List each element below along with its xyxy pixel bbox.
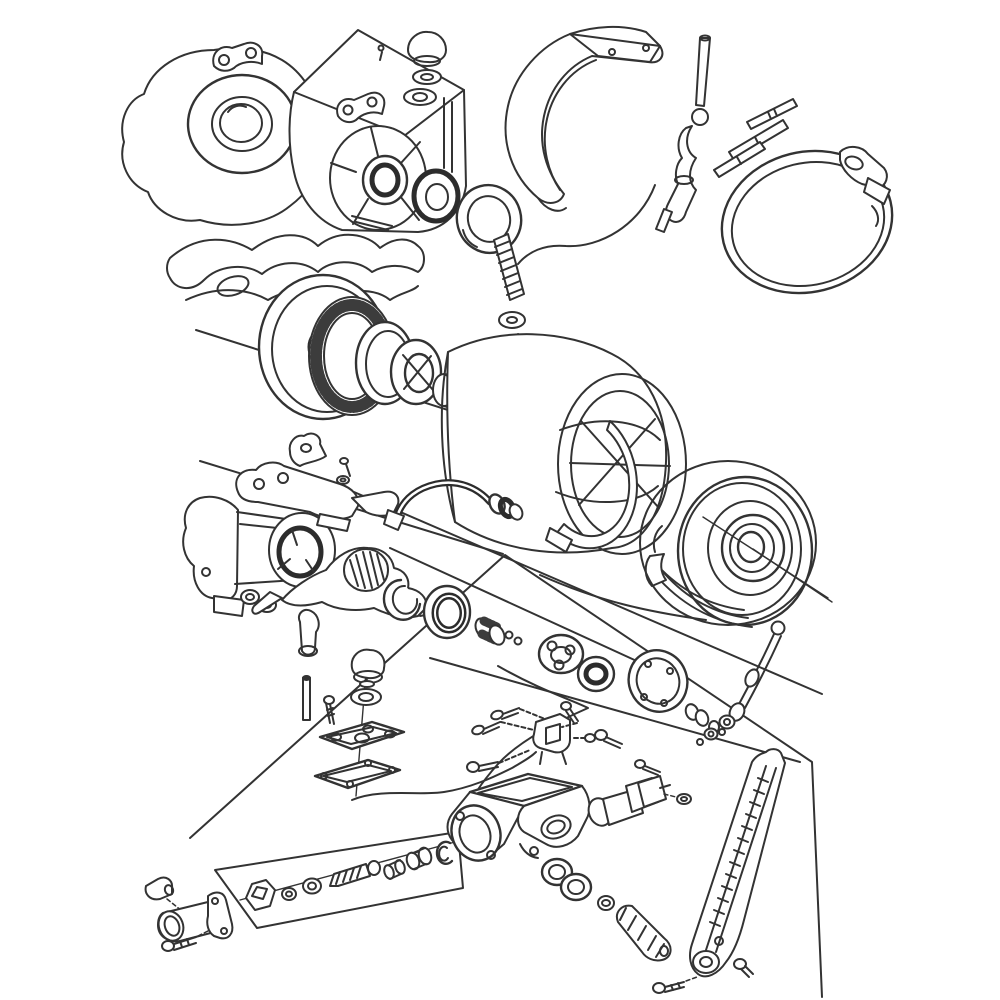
lever-arm: [652, 748, 786, 994]
drum: [440, 333, 687, 555]
kit-box: [214, 831, 464, 929]
strap-loop: [504, 25, 664, 212]
motor-unit: [182, 432, 400, 721]
shift-rod: [655, 34, 711, 233]
bushings-boot: [540, 857, 672, 962]
bearing-chain: [382, 578, 616, 693]
small-pins: [713, 98, 798, 178]
oil-pipe: [696, 620, 786, 746]
left-housing: [121, 41, 321, 226]
band-hook: [644, 553, 667, 587]
oval-gasket: [627, 649, 726, 736]
cap-stack: [313, 648, 406, 797]
split-band: [545, 420, 638, 553]
housing-lug: [212, 41, 264, 72]
small-pin: [302, 677, 311, 721]
right-housing: [288, 29, 467, 233]
solenoid: [144, 876, 234, 952]
hose: [383, 479, 524, 531]
highlighted-pulley: [644, 475, 833, 628]
highlight-ellipse: [639, 460, 817, 626]
valve-body: [446, 701, 692, 862]
filler-cap: [407, 30, 447, 64]
cone-bullet: [298, 608, 320, 656]
band-clamp: [720, 146, 894, 295]
